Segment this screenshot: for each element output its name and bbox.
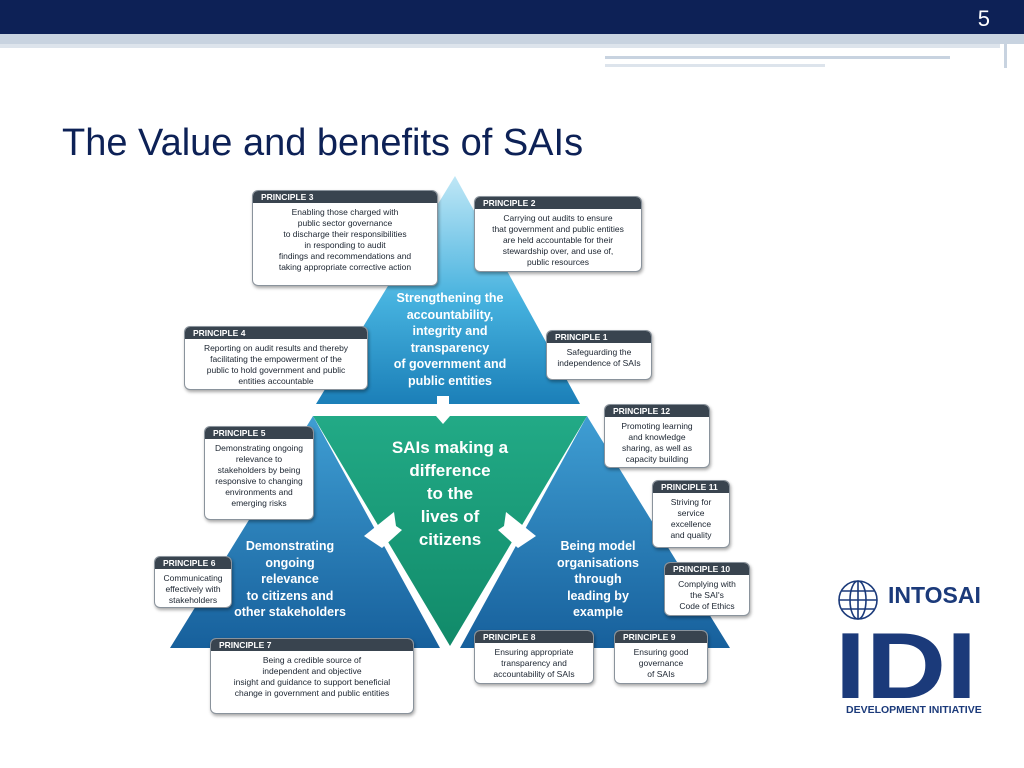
principle-label: PRINCIPLE 7 xyxy=(211,639,413,651)
globe-icon xyxy=(838,580,878,620)
principle-7-card: PRINCIPLE 7 Being a credible source of i… xyxy=(210,638,414,714)
principle-label: PRINCIPLE 8 xyxy=(475,631,593,643)
principle-text: Reporting on audit results and thereby f… xyxy=(203,343,349,386)
principle-text: Safeguarding the independence of SAIs xyxy=(557,347,641,368)
logo-development-initiative-text: DEVELOPMENT INITIATIVE xyxy=(846,704,982,716)
principle-10-card: PRINCIPLE 10 Complying with the SAI's Co… xyxy=(664,562,750,616)
center-triangle-label: SAIs making a difference to the lives of… xyxy=(391,438,509,549)
left-triangle xyxy=(170,416,440,648)
principle-label: PRINCIPLE 12 xyxy=(605,405,709,417)
principle-5-card: PRINCIPLE 5 Demonstrating ongoing releva… xyxy=(204,426,314,520)
principle-text: Ensuring good governance of SAIs xyxy=(633,647,689,679)
left-arrow-icon xyxy=(498,512,536,548)
header-stripe xyxy=(0,44,1000,48)
principle-1-card: PRINCIPLE 1 Safeguarding the independenc… xyxy=(546,330,652,380)
principle-label: PRINCIPLE 10 xyxy=(665,563,749,575)
principle-9-card: PRINCIPLE 9 Ensuring good governance of … xyxy=(614,630,708,684)
principle-label: PRINCIPLE 1 xyxy=(547,331,651,343)
logo-intosai-text: INTOSAI xyxy=(888,582,981,608)
principle-2-card: PRINCIPLE 2 Carrying out audits to ensur… xyxy=(474,196,642,272)
top-triangle xyxy=(316,176,580,404)
principles-diagram: Strengthening the accountability, integr… xyxy=(150,176,760,716)
principle-4-card: PRINCIPLE 4 Reporting on audit results a… xyxy=(184,326,368,390)
principle-text: Ensuring appropriate transparency and ac… xyxy=(493,647,575,679)
down-arrow-icon xyxy=(429,396,457,424)
header-stripe xyxy=(1004,44,1007,68)
principle-text: Promoting learning and knowledge sharing… xyxy=(621,421,693,464)
triangle-graphic xyxy=(170,176,730,648)
right-triangle xyxy=(460,416,730,648)
header-stripe xyxy=(605,64,825,67)
slide-number: 5 xyxy=(977,6,990,31)
left-triangle-label: Demonstrating ongoing relevance to citiz… xyxy=(234,539,346,619)
header-stripe xyxy=(605,56,950,59)
principle-text: Demonstrating ongoing relevance to stake… xyxy=(215,443,303,508)
logo-graphic: IDI xyxy=(835,580,977,718)
principle-6-card: PRINCIPLE 6 Communicating effectively wi… xyxy=(154,556,232,608)
intosai-idi-logo: IDI INTOSAI DEVELOPMENT INITIATIVE xyxy=(826,578,988,720)
top-triangle-label: Strengthening the accountability, integr… xyxy=(393,291,507,388)
principle-label: PRINCIPLE 3 xyxy=(253,191,437,203)
right-arrow-icon xyxy=(364,512,402,548)
principle-text: Carrying out audits to ensure that gover… xyxy=(492,213,624,267)
principle-12-card: PRINCIPLE 12 Promoting learning and know… xyxy=(604,404,710,468)
principle-label: PRINCIPLE 2 xyxy=(475,197,641,209)
principle-3-card: PRINCIPLE 3 Enabling those charged with … xyxy=(252,190,438,286)
principle-11-card: PRINCIPLE 11 Striving for service excell… xyxy=(652,480,730,548)
right-triangle-label: Being model organisations through leadin… xyxy=(557,539,639,619)
principle-label: PRINCIPLE 9 xyxy=(615,631,707,643)
principle-8-card: PRINCIPLE 8 Ensuring appropriate transpa… xyxy=(474,630,594,684)
principle-label: PRINCIPLE 11 xyxy=(653,481,729,493)
principle-text: Striving for service excellence and qual… xyxy=(670,497,712,540)
principle-label: PRINCIPLE 6 xyxy=(155,557,231,569)
header-stripe xyxy=(0,34,1024,44)
principle-label: PRINCIPLE 5 xyxy=(205,427,313,439)
top-header-bar xyxy=(0,0,1024,34)
slide-title: The Value and benefits of SAIs xyxy=(62,122,584,164)
principle-text: Complying with the SAI's Code of Ethics xyxy=(678,579,736,611)
logo-idi-text: IDI xyxy=(835,613,977,718)
center-triangle xyxy=(313,416,587,646)
principle-text: Being a credible source of independent a… xyxy=(233,655,391,698)
principle-label: PRINCIPLE 4 xyxy=(185,327,367,339)
principle-text: Communicating effectively with stakehold… xyxy=(163,573,223,605)
principle-text: Enabling those charged with public secto… xyxy=(278,207,412,272)
